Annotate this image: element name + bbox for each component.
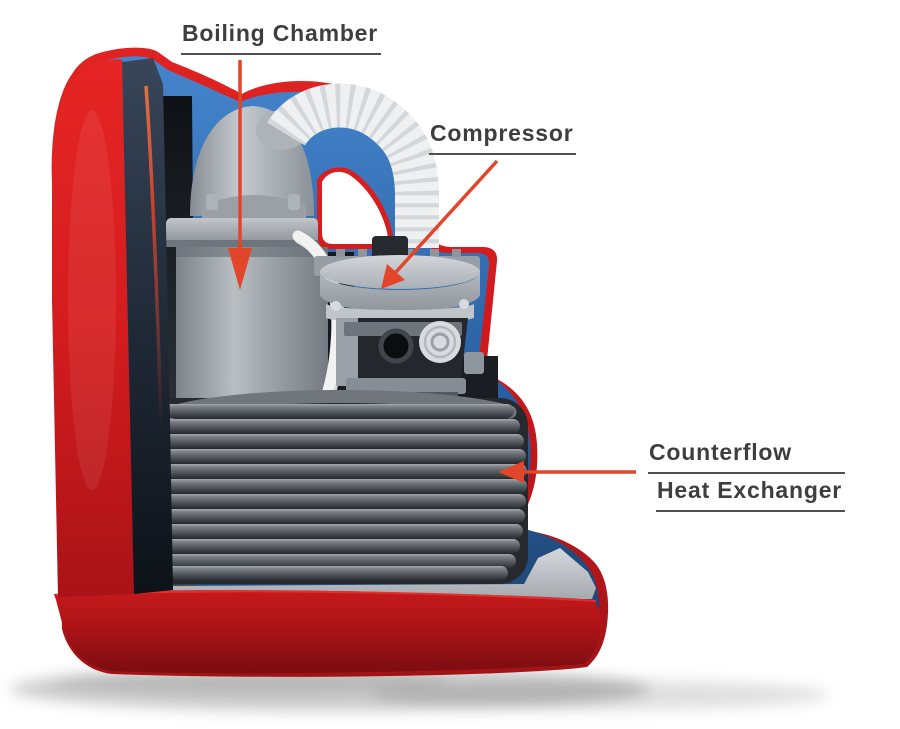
label-counterflow-heat-exchanger: Counterflow Heat Exchanger	[648, 439, 846, 512]
lip-bolt	[331, 301, 341, 311]
shelf-nubs	[336, 249, 461, 257]
scroll-coil-ring	[430, 332, 450, 352]
annotation-arrows	[228, 60, 636, 483]
boiling-chamber-flange	[166, 218, 318, 244]
coil-tube	[152, 554, 516, 568]
flange-lip	[166, 240, 318, 247]
compressor-top-disc	[320, 255, 480, 289]
hose-corrugation	[267, 83, 439, 248]
steam-hose	[256, 83, 439, 248]
base-front	[54, 590, 601, 674]
compressor	[314, 236, 484, 406]
back-panel-front-face	[52, 59, 134, 597]
coil-tube	[144, 479, 527, 493]
label-counterflow-line1: Counterflow	[648, 439, 846, 474]
coil-tube	[148, 539, 520, 553]
coil-tubes	[144, 404, 527, 580]
coil-tube	[144, 449, 526, 463]
coil-tube	[144, 464, 527, 478]
compressor-arrow	[381, 159, 499, 289]
label-compressor: Compressor	[429, 120, 577, 155]
panel-highlight	[68, 110, 116, 490]
dome-bolt	[288, 194, 300, 210]
panel-reflection-streak	[144, 85, 163, 431]
back-panel-cut-face	[122, 58, 173, 594]
lip-bolt	[459, 299, 469, 309]
coil-tube	[145, 509, 525, 523]
label-boiling-chamber: Boiling Chamber	[181, 20, 382, 55]
port-hole	[378, 328, 414, 364]
dome-bolt	[206, 194, 218, 210]
heat-exchanger-coil	[142, 389, 528, 584]
back-panel	[52, 58, 173, 597]
scroll-coil-ring	[423, 325, 457, 359]
heat-exchanger-arrow	[498, 461, 636, 483]
coil-tube	[158, 566, 508, 580]
coil-tube	[147, 419, 520, 433]
base-platform	[128, 548, 596, 602]
body-neck-shadow	[176, 247, 328, 257]
coil-tube	[146, 524, 523, 538]
compressor-sill	[346, 378, 466, 394]
compressor-top-band	[320, 272, 480, 312]
side-bracket	[464, 352, 484, 374]
boiling-chamber-cap	[202, 195, 306, 220]
coil-tube	[152, 404, 514, 418]
coil-tube	[144, 494, 526, 508]
label-counterflow-line2: Heat Exchanger	[656, 477, 846, 512]
coil-tube	[145, 434, 524, 448]
boiling-chamber-arrow	[228, 60, 252, 290]
